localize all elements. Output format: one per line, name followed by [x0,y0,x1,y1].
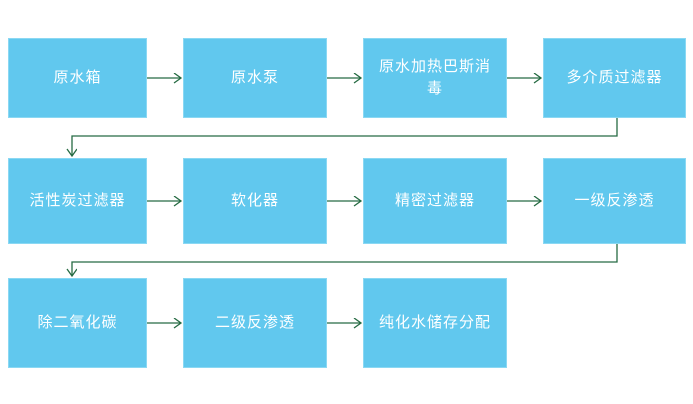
node-label: 二级反渗透 [214,313,295,331]
node-label: 纯化水储存分配 [379,313,492,331]
node-label: 除二氧化碳 [37,313,118,331]
node-label: 原水加热巴斯消毒 [379,57,492,98]
node-raw-water-pump: 原水泵 [183,38,327,118]
node-label: 精密过滤器 [394,191,475,209]
node-multi-media-filter: 多介质过滤器 [543,38,686,118]
node-label: 软化器 [230,191,279,209]
node-precision-filter: 精密过滤器 [363,158,507,244]
connector-first-stage-reverse-osmosis-to-co2-removal [72,244,618,276]
node-activated-carbon-filter: 活性炭过滤器 [8,158,147,244]
node-raw-water-heating-pasteurize: 原水加热巴斯消毒 [363,38,507,118]
node-co2-removal: 除二氧化碳 [8,278,147,368]
node-label: 原水泵 [230,68,279,86]
node-softener: 软化器 [183,158,327,244]
node-first-stage-reverse-osmosis: 一级反渗透 [543,158,686,244]
connector-multi-media-filter-to-activated-carbon-filter [72,118,618,156]
node-purified-water-storage: 纯化水储存分配 [363,278,507,368]
node-raw-water-tank: 原水箱 [8,38,147,118]
node-label: 活性炭过滤器 [29,191,126,209]
node-label: 一级反渗透 [574,191,655,209]
node-label: 多介质过滤器 [566,68,663,86]
node-second-stage-reverse-osmosis: 二级反渗透 [183,278,327,368]
node-label: 原水箱 [53,68,102,86]
